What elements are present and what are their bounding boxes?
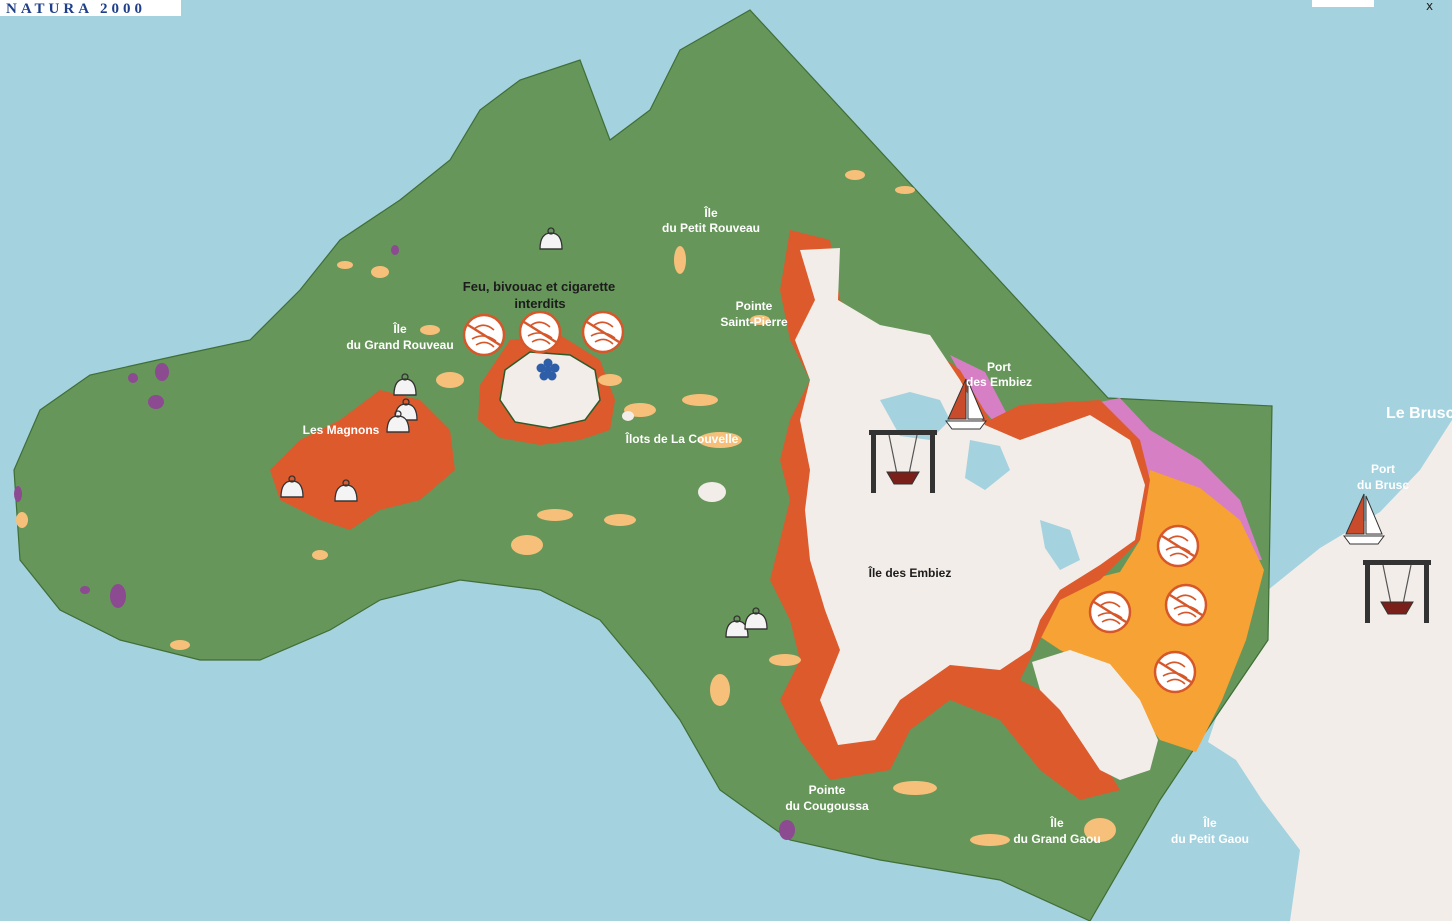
label-port-brusc-2: du Brusc [1357,478,1409,492]
sand-patches [16,170,1116,846]
ilot-la-couvelle-land [698,482,726,502]
label-port-embiez-1: Port [987,360,1011,374]
label-petit-gaou-2: du Petit Gaou [1171,832,1249,846]
protected-flower-icon [536,358,560,381]
no-jetski-icon [1153,650,1197,694]
no-swimming-icon [1088,590,1132,634]
label-grand-rouveau-1: Île [392,321,407,336]
label-ile-des-embiez: Île des Embiez [868,565,952,580]
label-grand-gaou-1: Île [1049,815,1064,830]
label-grand-rouveau-2: du Grand Rouveau [346,338,453,352]
label-petit-rouveau-1: Île [703,205,718,220]
ile-du-grand-rouveau-land [499,351,601,429]
close-icon[interactable]: x [1426,0,1433,13]
no-anchoring-icon [1164,583,1208,627]
ilot-land-2 [622,411,634,421]
no-fishing-icon [1156,524,1200,568]
notice-line-1: Feu, bivouac et cigarette [463,279,615,294]
restricted-zone [1030,470,1264,752]
mainland-le-brusc [1208,420,1452,921]
label-les-magnons: Les Magnons [303,423,380,437]
label-pointe-cougoussa-1: Pointe [809,783,846,797]
no-camping-icon [518,310,562,354]
label-ilots-couvelle: Îlots de La Couvelle [625,431,739,446]
no-smoking-icon [581,310,625,354]
label-pointe-st-pierre-2: Saint-Pierre [720,315,788,329]
label-petit-gaou-1: Île [1202,815,1217,830]
corner-panel [1312,0,1374,7]
purple-patches [14,245,795,840]
label-grand-gaou-2: du Grand Gaou [1013,832,1100,846]
label-pointe-cougoussa-2: du Cougoussa [785,799,869,813]
natura-logo-box [0,0,181,16]
ile-du-grand-gaou-land [1032,650,1158,780]
label-port-embiez-2: des Embiez [966,375,1032,389]
notice-line-2: interdits [514,296,565,311]
no-fire-icon [462,313,506,357]
ile-des-embiez-land [795,248,1145,745]
label-petit-rouveau-2: du Petit Rouveau [662,221,760,235]
natura-logo-text: NATURA 2000 [6,1,146,17]
label-port-brusc-1: Port [1371,462,1395,476]
harbour-basin [880,392,1080,570]
label-le-brusc: Le Brusc [1386,405,1452,422]
label-pointe-st-pierre-1: Pointe [736,299,773,313]
